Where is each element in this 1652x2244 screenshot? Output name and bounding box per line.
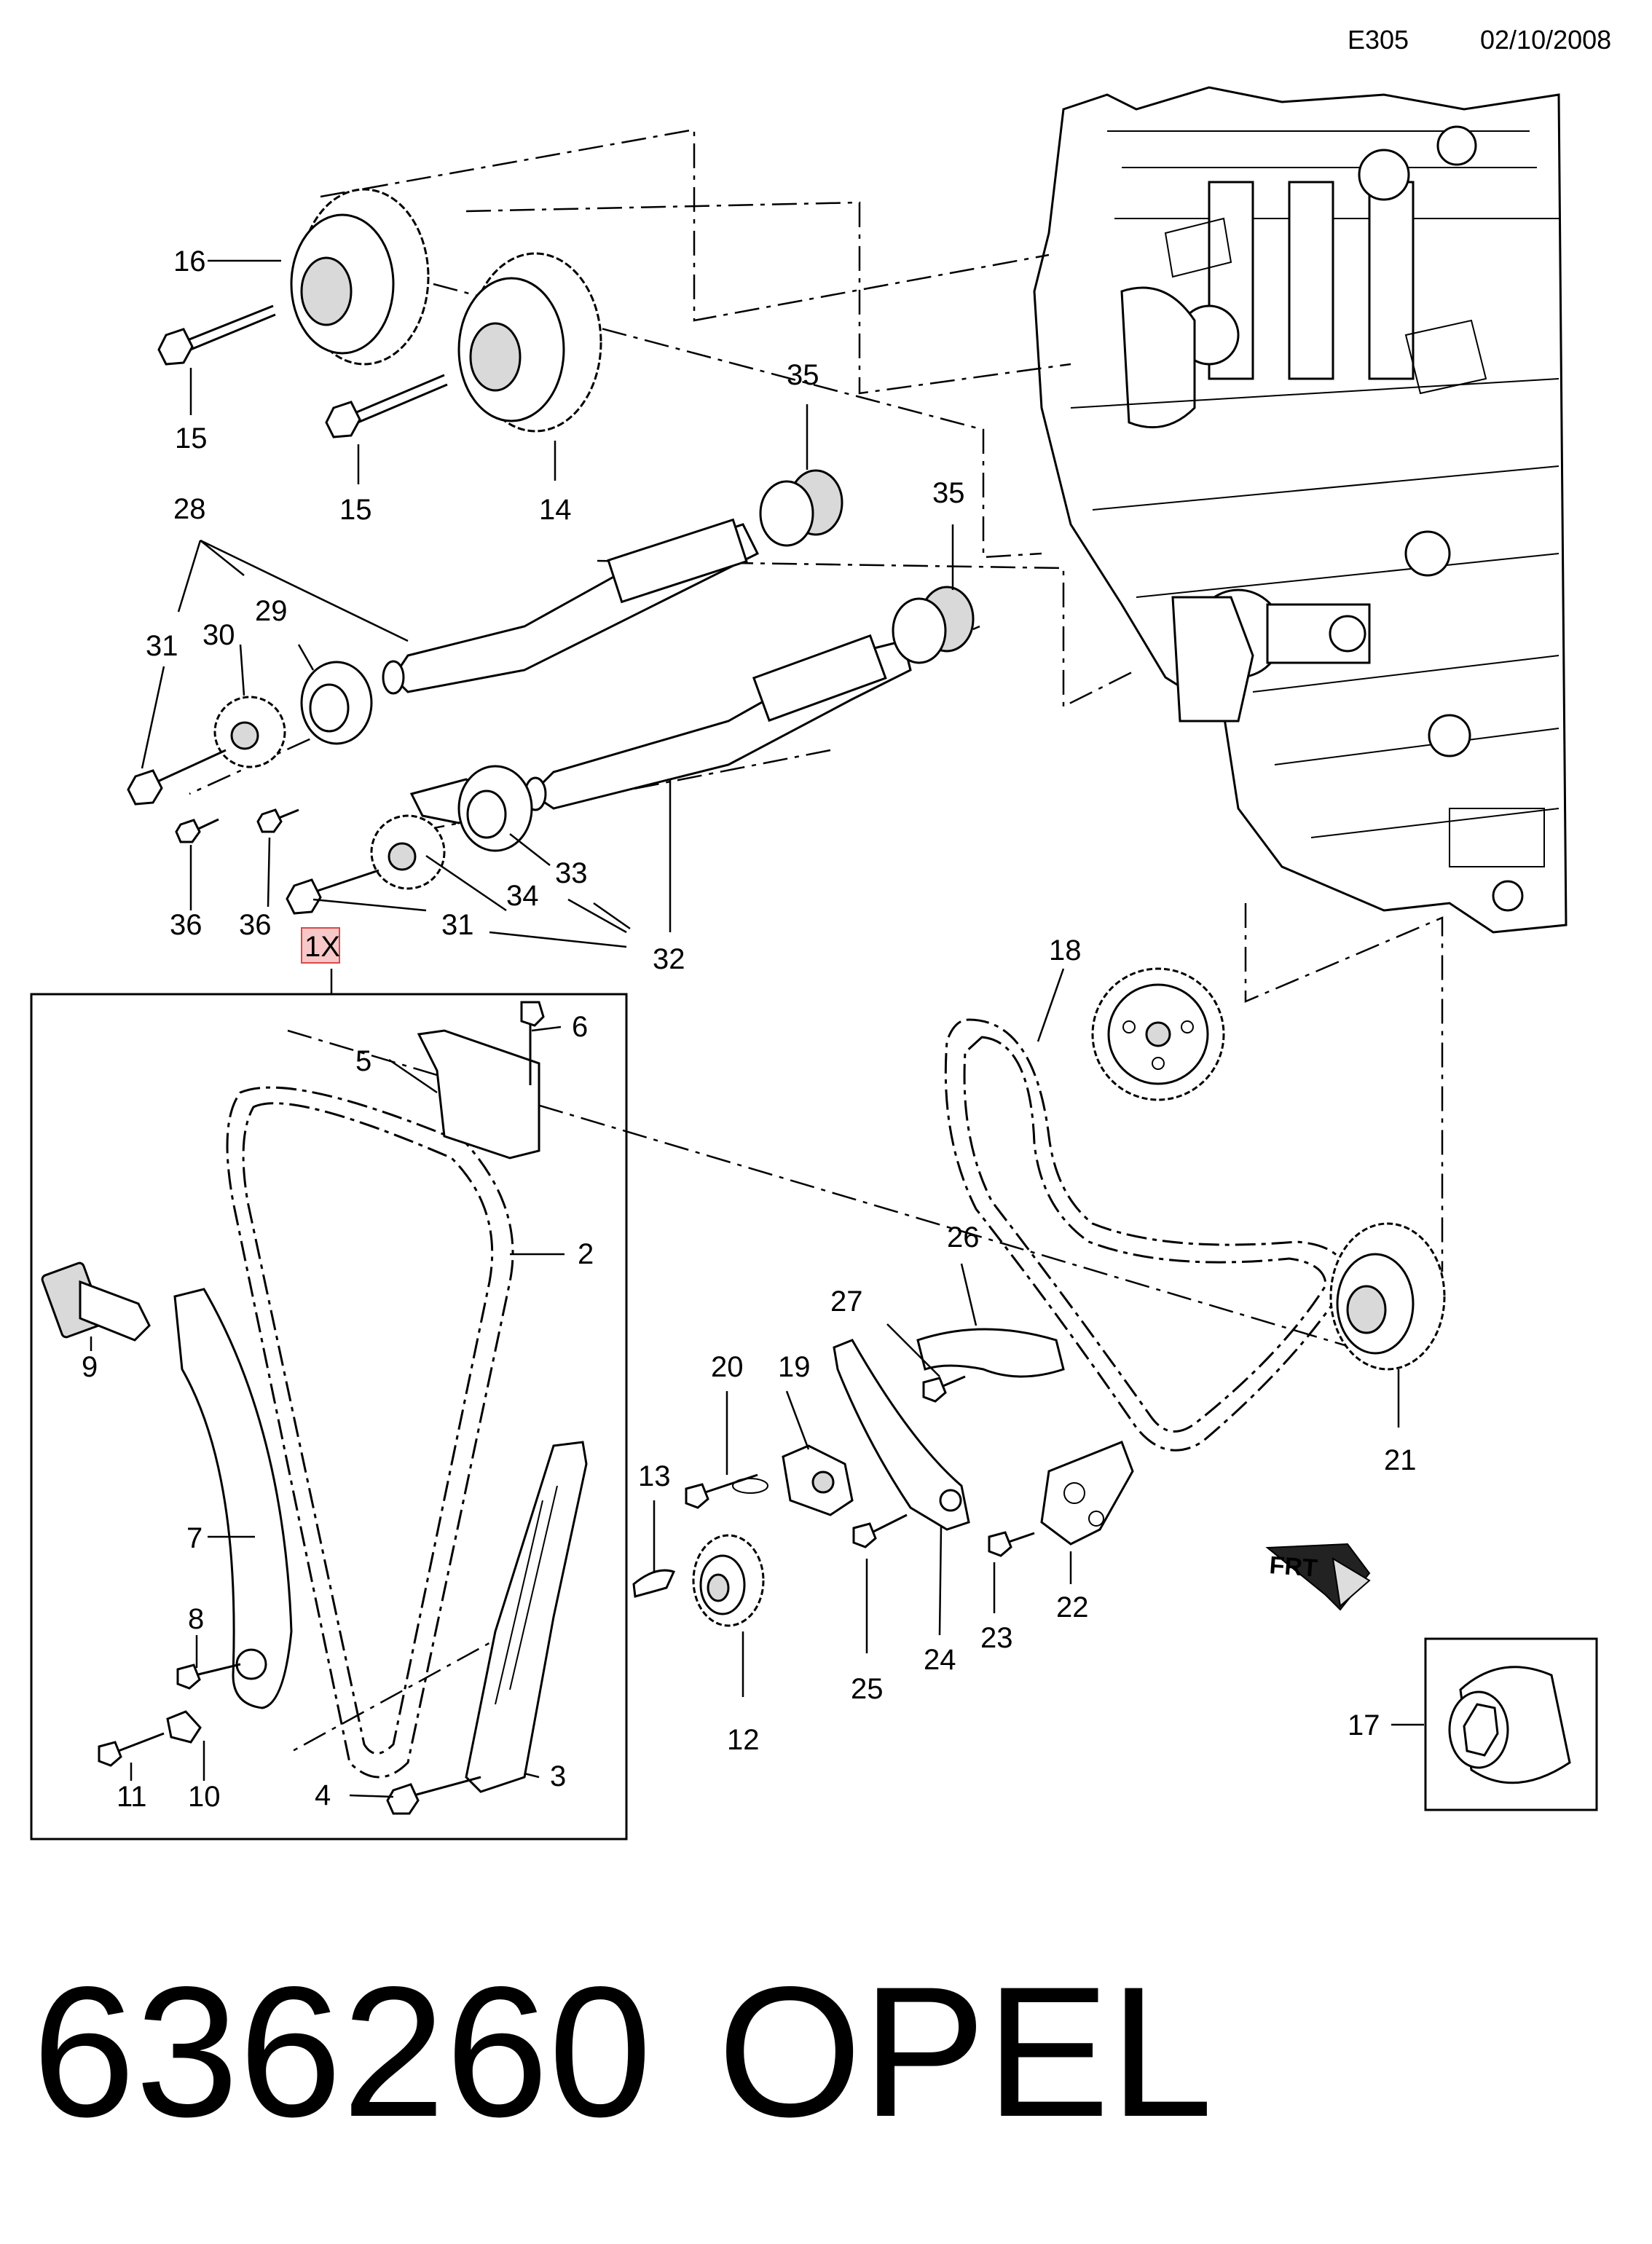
woodruff-key-13: [632, 1569, 676, 1598]
sensor-wheel-30: [213, 696, 286, 768]
callout-15-upper: 15: [175, 422, 208, 454]
leader-lines-kit: [90, 1025, 565, 1798]
front-arrow-icon: [1265, 1543, 1371, 1611]
camshaft-32: [524, 634, 912, 811]
callout-2: 2: [578, 1238, 594, 1270]
callout-labels: 16 15 15 14 35 35 28 29 30 31 36 36 31 3…: [82, 245, 1417, 1813]
reluctor-33: [409, 765, 533, 852]
chain-guide-26: [916, 1328, 1065, 1378]
callout-28: 28: [173, 493, 206, 525]
callout-25: 25: [851, 1673, 884, 1705]
callout-34: 34: [506, 880, 539, 912]
bolt-31-lower: [286, 869, 379, 915]
balance-shaft-sprocket: [1091, 967, 1225, 1101]
kit-quantity-box: [301, 927, 340, 964]
front-marker-text: FRT: [1268, 1551, 1318, 1583]
tensioner-rail-24: [833, 1339, 970, 1531]
crank-sprocket-21: [1329, 1222, 1446, 1371]
bearing-35-lower: [892, 586, 975, 664]
bolt-15-upper: [157, 304, 276, 366]
brand-name: OPEL: [717, 1948, 1214, 2156]
bolt-4: [386, 1776, 481, 1815]
callout-5: 5: [355, 1045, 371, 1077]
chain-kit-frame: [30, 927, 628, 1841]
callout-29: 29: [255, 595, 288, 627]
guide-rail-3: [465, 1441, 588, 1793]
part-number: 636260: [32, 1948, 652, 2156]
chain-guide-22: [1040, 1441, 1134, 1546]
tensioner-rail-7: [173, 1288, 293, 1709]
bolt-6: [520, 1001, 545, 1085]
callout-12: 12: [727, 1724, 760, 1756]
callout-4: 4: [315, 1779, 331, 1811]
callout-21: 21: [1384, 1444, 1417, 1476]
crank-sprocket-12: [692, 1534, 765, 1627]
callout-18: 18: [1049, 934, 1082, 967]
diagram-code: E305: [1348, 25, 1409, 55]
camshaft-adjuster-16: [290, 188, 430, 366]
bolt-23: [988, 1531, 1035, 1557]
kit-quantity-label: 1X: [304, 931, 340, 963]
callout-36-left: 36: [170, 909, 202, 941]
callout-14: 14: [539, 494, 572, 526]
callout-26: 26: [947, 1221, 980, 1253]
camshaft-adjuster-14: [457, 252, 602, 433]
bolt-20: [685, 1473, 768, 1509]
diagram-date: 02/10/2008: [1480, 25, 1612, 55]
callout-31-lower: 31: [441, 909, 474, 941]
callout-22: 22: [1056, 1591, 1089, 1623]
bolt-31-upper: [127, 749, 227, 806]
callout-3: 3: [550, 1760, 566, 1792]
callout-19: 19: [778, 1351, 811, 1383]
oil-pump-chain-18: [944, 1018, 1349, 1452]
callout-10: 10: [188, 1781, 221, 1813]
callout-35-lower: 35: [932, 477, 965, 509]
callout-31-upper: 31: [146, 630, 178, 662]
callout-23: 23: [980, 1622, 1013, 1654]
pivot-pin-10: [166, 1710, 202, 1744]
callout-15-lower: 15: [339, 494, 372, 526]
bolt-25: [852, 1513, 908, 1548]
bearing-35-upper: [759, 469, 843, 547]
callout-30: 30: [202, 619, 235, 651]
callout-36-right: 36: [239, 909, 272, 941]
callout-35-upper: 35: [787, 359, 819, 391]
sensor-wheel-34: [370, 814, 446, 890]
callout-11: 11: [117, 1781, 147, 1813]
callout-7: 7: [186, 1522, 202, 1554]
camshaft-28: [382, 518, 760, 695]
socket-17-box: [1424, 1637, 1598, 1811]
bolt-11: [98, 1732, 165, 1767]
bolt-15-lower: [325, 374, 448, 438]
bolt-36-left: [175, 818, 219, 843]
bolt-36-right: [256, 808, 299, 833]
callout-32: 32: [653, 943, 685, 975]
chain-guide-5: [417, 1029, 540, 1160]
callout-8: 8: [188, 1603, 204, 1635]
bolt-8: [176, 1663, 241, 1690]
callout-17: 17: [1348, 1709, 1380, 1741]
callout-33: 33: [555, 857, 588, 889]
callout-27: 27: [830, 1286, 863, 1318]
leader-lines-lower: [653, 968, 1424, 1726]
callout-13: 13: [638, 1460, 671, 1492]
callout-9: 9: [82, 1351, 98, 1383]
callout-24: 24: [924, 1644, 956, 1676]
reluctor-29: [300, 661, 373, 745]
bolt-27: [922, 1375, 966, 1403]
callout-20: 20: [711, 1351, 744, 1383]
timing-chain-2: [226, 1086, 514, 1779]
callout-6: 6: [572, 1011, 588, 1043]
chain-tensioner-9: [41, 1261, 151, 1342]
callout-16: 16: [173, 245, 206, 277]
chain-tensioner-19: [782, 1444, 854, 1516]
engine-block: [1033, 86, 1568, 934]
leader-lines-upper: [141, 259, 954, 948]
